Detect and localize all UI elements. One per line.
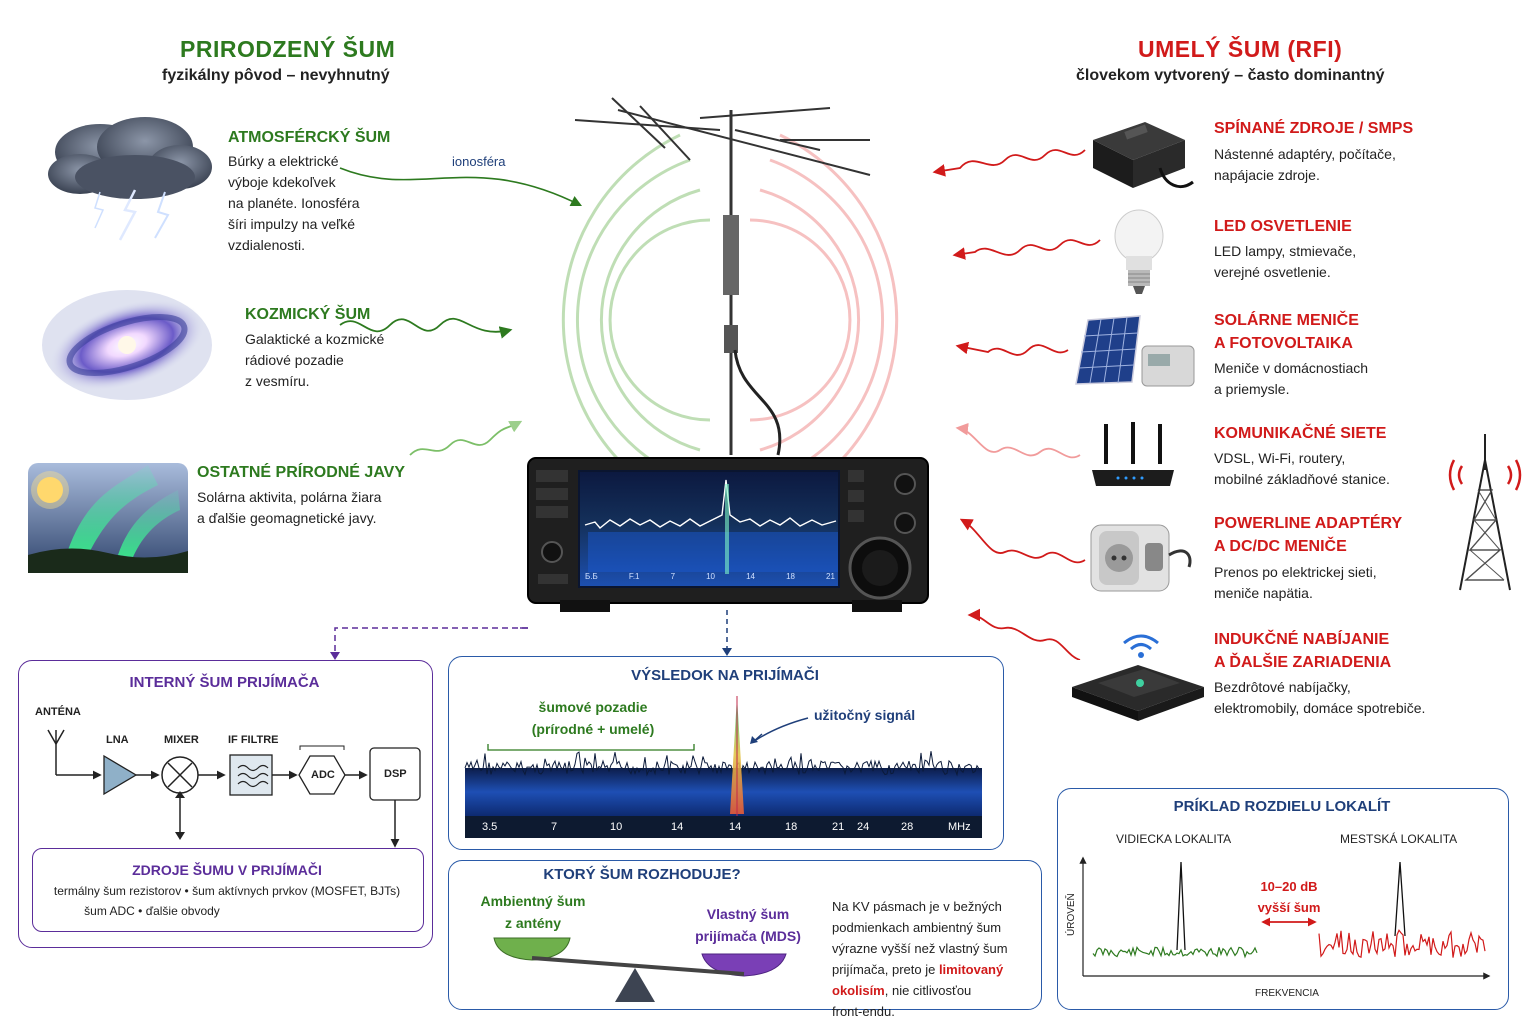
ambient-noise-label: Ambientný šum z antény bbox=[466, 890, 600, 934]
solar-text: Meniče v domácnostiach a priemysle. bbox=[1214, 360, 1369, 397]
radio-freq-label: F.1 bbox=[628, 572, 640, 581]
receiver-noise-sources-box bbox=[32, 848, 424, 932]
receiver-noise-label-1: Vlastný šum bbox=[706, 906, 790, 922]
powerline-text: Prenos po elektrickej sieti, meniče napä… bbox=[1214, 564, 1377, 601]
led-bulb-icon bbox=[1114, 209, 1164, 294]
freq-tick: 14 bbox=[729, 821, 742, 833]
which-noise-text-2: , nie citlivosťou front-endu. bbox=[832, 983, 972, 1019]
internal-noise-title: INTERNÝ ŠUM PRIJÍMAČA bbox=[129, 674, 320, 691]
led-title: LED OSVETLENIE bbox=[1214, 218, 1352, 235]
ambient-noise-label-1: Ambientný šum bbox=[480, 893, 586, 909]
storm-cloud-icon bbox=[48, 117, 212, 241]
ionosphere-label: ionosféra bbox=[452, 154, 506, 169]
wireless-charger-icon bbox=[1072, 634, 1204, 721]
receiver-noise-sources-title: ZDROJE ŠUMU V PRIJÍMAČI bbox=[132, 862, 322, 878]
receiver-noise-label-2: prijímača (MDS) bbox=[695, 928, 801, 944]
atmospheric-noise-title: ATMOSFÉRCKÝ ŠUM bbox=[228, 129, 391, 146]
yagi-antenna bbox=[574, 97, 871, 455]
ambient-noise-label-2: z antény bbox=[504, 915, 561, 931]
radio-freq-label: 21 bbox=[826, 572, 835, 581]
atmospheric-noise-text: Búrky a elektrické výboje kdekoľvek na p… bbox=[228, 153, 360, 253]
which-noise-text: Na KV pásmach je v bežných podmienkach a… bbox=[832, 875, 1032, 1022]
led-text: LED lampy, stmievače, verejné osvetlenie… bbox=[1214, 243, 1357, 280]
antenna-mast-sleeve bbox=[723, 215, 739, 295]
result-title: VÝSLEDOK NA PRIJÍMAČI bbox=[631, 667, 819, 684]
noise-floor-label-1: šumové pozadie bbox=[538, 699, 648, 715]
radio-freq-label: Б.Б bbox=[585, 572, 598, 581]
radio-freq-label: 10 bbox=[706, 572, 715, 581]
comm-networks-text: VDSL, Wi-Fi, routery, mobilné základňové… bbox=[1214, 450, 1390, 487]
location-compare-panel bbox=[1057, 788, 1509, 1010]
freq-tick: 18 bbox=[785, 821, 798, 833]
solar-title: SOLÁRNE MENIČE A FOTOVOLTAIKA bbox=[1214, 312, 1359, 352]
which-noise-text-1: Na KV pásmach je v bežných podmienkach a… bbox=[832, 899, 1008, 977]
balance-scale bbox=[493, 937, 787, 1002]
lna-label: LNA bbox=[106, 734, 129, 746]
other-natural-title: OSTATNÉ PRÍRODNÉ JAVY bbox=[197, 464, 406, 481]
natural-noise-subtitle: fyzikálny pôvod – nevyhnutný bbox=[162, 67, 390, 84]
noise-floor-label: šumové pozadie (prírodné + umelé) bbox=[500, 696, 686, 740]
natural-noise-title: PRIRODZENÝ ŠUM bbox=[180, 36, 396, 62]
dsp-label: DSP bbox=[384, 768, 407, 780]
useful-signal-label: užitočný signál bbox=[814, 707, 916, 723]
receiver-noise-sources-line2: šum ADC • ďalšie obvody bbox=[84, 904, 220, 918]
which-noise-title: KTORÝ ŠUM ROZHODUJE? bbox=[543, 866, 741, 883]
other-natural-text: Solárna aktivita, polárna žiara a ďalšie… bbox=[197, 489, 382, 526]
freq-tick: 14 bbox=[671, 821, 684, 833]
galaxy-icon bbox=[42, 290, 212, 400]
which-noise-text-highlight: limitovaný okolisím bbox=[832, 962, 1004, 998]
noise-floor-label-2: (prírodné + umelé) bbox=[531, 721, 655, 737]
receiver-noise-sources-line1: termálny šum rezistorov • šum aktívnych … bbox=[53, 884, 401, 898]
urban-label: MESTSKÁ LOKALITA bbox=[1340, 832, 1458, 846]
power-adapter-icon bbox=[1093, 122, 1194, 188]
cosmic-noise-text: Galaktické a kozmické rádiové pozadie z … bbox=[245, 331, 385, 389]
which-noise-panel bbox=[448, 860, 1042, 1010]
location-compare-chart bbox=[1079, 856, 1491, 980]
aurora-icon bbox=[28, 463, 188, 573]
freq-tick: 24 bbox=[857, 821, 870, 833]
freq-tick: 10 bbox=[610, 821, 623, 833]
antenna-label: ANTÉNA bbox=[35, 706, 81, 718]
mixer-label: MIXER bbox=[164, 734, 199, 746]
freq-tick: 7 bbox=[551, 821, 558, 833]
radio-transceiver bbox=[527, 457, 929, 612]
comm-networks-title: KOMUNIKAČNÉ SIETE bbox=[1214, 425, 1387, 442]
cosmic-noise-title: KOZMICKÝ ŠUM bbox=[245, 306, 371, 323]
radio-freq-scale: Б.Б F.1 7 10 14 18 21 bbox=[585, 572, 835, 581]
compare-xlabel: FREKVENCIA bbox=[1255, 988, 1319, 999]
powerline-title: POWERLINE ADAPTÉRY A DC/DC MENIČE bbox=[1214, 515, 1403, 555]
noise-diff-label-2: vyšší šum bbox=[1257, 900, 1321, 915]
powerline-adapter-icon bbox=[1090, 524, 1192, 592]
induction-title: INDUKČNÉ NABÍJANIE A ĎALŠIE ZARIADENIA bbox=[1214, 631, 1392, 671]
radio-freq-label: 14 bbox=[746, 572, 755, 581]
freq-tick: 3.5 bbox=[482, 821, 498, 833]
result-spectrum bbox=[464, 696, 982, 838]
induction-text: Bezdrôtové nabíjačky, elektromobily, dom… bbox=[1214, 679, 1426, 716]
receiver-block-diagram bbox=[47, 729, 421, 848]
location-compare-title: PRÍKLAD ROZDIELU LOKALÍT bbox=[1173, 798, 1391, 815]
manmade-noise-subtitle: človekom vytvorený – často dominantný bbox=[1076, 67, 1385, 84]
cell-tower-icon bbox=[1448, 434, 1522, 591]
freq-tick: MHz bbox=[948, 821, 971, 833]
noise-diff-label: 10–20 dB vyšší šum bbox=[1250, 876, 1328, 918]
manmade-noise-title: UMELÝ ŠUM (RFI) bbox=[1138, 36, 1343, 62]
smps-title: SPÍNANÉ ZDROJE / SMPS bbox=[1214, 120, 1414, 137]
adc-label: ADC bbox=[311, 769, 335, 781]
rural-label: VIDIECKA LOKALITA bbox=[1116, 832, 1232, 846]
coax-cable bbox=[733, 349, 782, 456]
router-icon bbox=[1092, 422, 1174, 486]
freq-tick: 21 bbox=[832, 821, 845, 833]
freq-tick: 28 bbox=[901, 821, 914, 833]
noise-diff-label-1: 10–20 dB bbox=[1260, 879, 1318, 894]
receiver-noise-label: Vlastný šum prijímača (MDS) bbox=[688, 903, 808, 947]
if-filter-label: IF FILTRE bbox=[228, 734, 279, 746]
solar-panel-icon bbox=[1075, 315, 1195, 387]
radio-freq-label: 18 bbox=[786, 572, 795, 581]
central-illustration bbox=[330, 97, 1101, 660]
radio-freq-label: 7 bbox=[670, 572, 676, 581]
smps-text: Nástenné adaptéry, počítače, napájacie z… bbox=[1214, 146, 1396, 183]
